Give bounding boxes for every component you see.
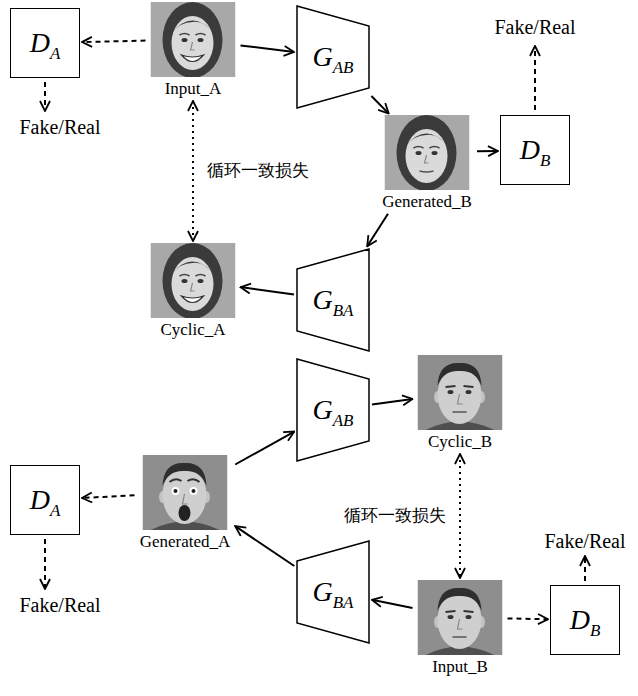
connector-arrow [477, 150, 498, 152]
face-area [418, 355, 503, 430]
discriminator-name: DB [570, 604, 601, 636]
face-image-node: Input_A [148, 2, 239, 99]
edge-label: 循环一致损失 [205, 161, 311, 181]
face-image [151, 2, 236, 78]
image-caption: Input_B [415, 657, 506, 677]
face-image [151, 243, 236, 319]
face-image-node: Cyclic_A [148, 243, 239, 340]
discriminator-name: DA [30, 27, 61, 59]
image-caption: Generated_B [379, 192, 475, 212]
output-label: Fake/Real [19, 116, 100, 139]
edge-label: 循环一致损失 [342, 506, 448, 526]
discriminator-name: DA [30, 484, 61, 516]
subscript: BA [333, 593, 354, 612]
connector-arrow [241, 45, 295, 52]
discriminator-box: DB [500, 115, 570, 185]
connector-arrow [82, 41, 146, 43]
symbol-letter: G [312, 394, 332, 425]
trapezoid-outline [296, 358, 370, 462]
output-arrow [584, 556, 586, 581]
face-area [418, 580, 503, 655]
face-area [151, 243, 236, 318]
face-image [418, 355, 503, 430]
connector-arrow [192, 101, 194, 241]
face-image [143, 455, 228, 530]
generator-name: GAB [312, 394, 353, 426]
face-image-node: Input_B [415, 580, 506, 677]
symbol-letter: D [30, 27, 50, 58]
face-area [385, 115, 470, 190]
image-caption: Cyclic_A [148, 320, 239, 340]
face-image-node: Generated_B [379, 115, 475, 212]
symbol-letter: D [30, 484, 50, 515]
generator-trapezoid: GBA [296, 540, 370, 644]
face-image [418, 580, 503, 655]
connector-arrow [241, 287, 295, 295]
connector-arrow [235, 526, 294, 566]
face-image [385, 115, 470, 191]
output-arrow [44, 82, 46, 111]
connector-arrow [459, 454, 461, 578]
subscript: B [540, 151, 550, 170]
image-caption: Input_A [148, 79, 239, 99]
subscript: A [50, 501, 60, 520]
discriminator-box: DA [10, 8, 80, 78]
connector-arrow [372, 399, 413, 405]
discriminator-name: DB [520, 134, 551, 166]
trapezoid-outline [296, 5, 370, 109]
connector-arrow [235, 432, 294, 465]
symbol-letter: G [312, 576, 332, 607]
image-caption: Cyclic_B [415, 432, 506, 452]
subscript: B [590, 621, 600, 640]
symbol-letter: D [570, 604, 590, 635]
discriminator-box: DA [10, 465, 80, 535]
trapezoid-shape [297, 6, 369, 108]
symbol-letter: G [312, 41, 332, 72]
connector-arrow [508, 617, 549, 620]
generator-trapezoid: GBA [296, 248, 370, 352]
trapezoid-shape [297, 249, 369, 351]
connector-arrow [82, 495, 135, 498]
connector-arrow [367, 214, 388, 247]
face-image-node: Cyclic_B [415, 355, 506, 452]
generator-trapezoid: GAB [296, 358, 370, 462]
face-area [151, 2, 236, 77]
trapezoid-outline [296, 248, 370, 352]
generator-name: GBA [312, 576, 353, 608]
face-area [143, 455, 228, 530]
output-label: Fake/Real [19, 594, 100, 617]
discriminator-box: DB [550, 585, 620, 655]
symbol-letter: D [520, 134, 540, 165]
generator-name: GBA [312, 284, 353, 316]
generator-name: GAB [312, 41, 353, 73]
output-label: Fake/Real [494, 16, 575, 39]
subscript: BA [333, 301, 354, 320]
output-label: Fake/Real [544, 530, 625, 553]
image-caption: Generated_A [137, 532, 234, 552]
connector-arrow [372, 600, 413, 608]
output-arrow [534, 46, 536, 110]
connector-arrow [371, 96, 388, 114]
subscript: A [50, 44, 60, 63]
output-arrow [44, 539, 46, 589]
trapezoid-shape [297, 359, 369, 461]
generator-trapezoid: GAB [296, 5, 370, 109]
subscript: AB [333, 58, 354, 77]
trapezoid-shape [297, 541, 369, 643]
face-image-node: Generated_A [137, 455, 234, 552]
subscript: AB [333, 411, 354, 430]
symbol-letter: G [312, 284, 332, 315]
trapezoid-outline [296, 540, 370, 644]
